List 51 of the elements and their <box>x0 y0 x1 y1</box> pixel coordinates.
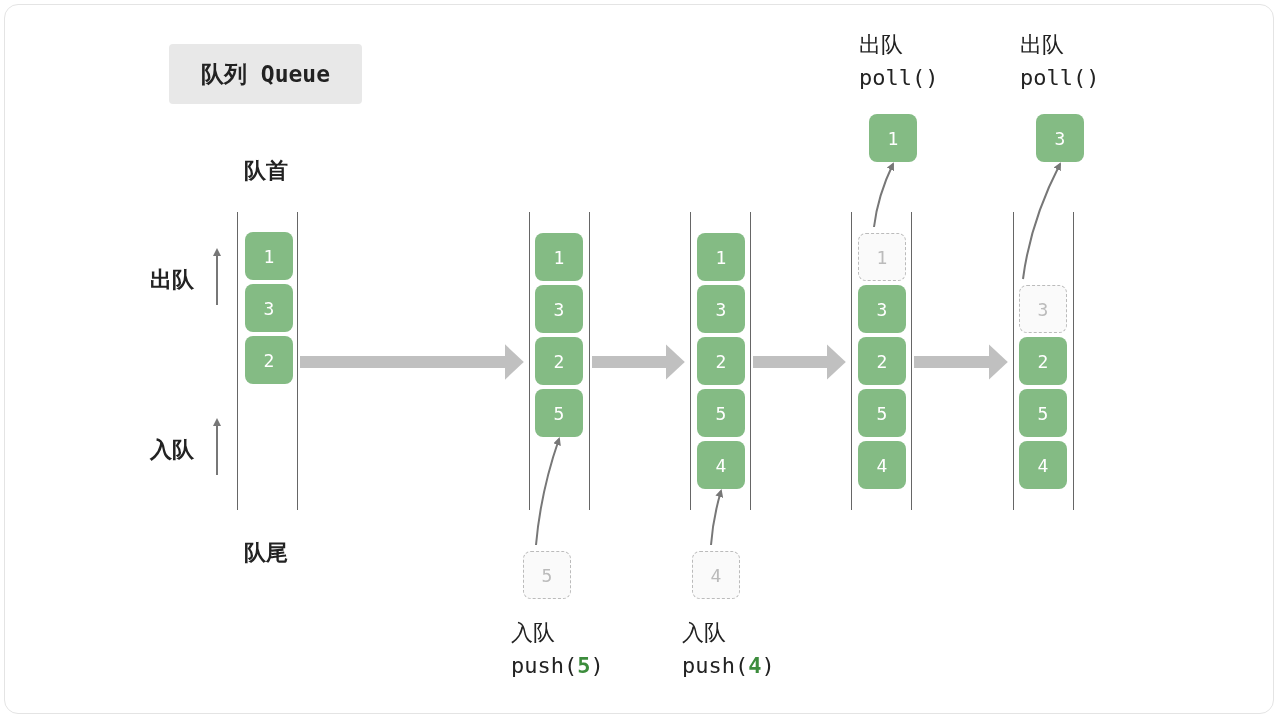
method-call-label: poll() <box>859 65 939 90</box>
removed-element-box: 5 <box>523 551 571 599</box>
queue-element-box: 4 <box>858 441 906 489</box>
title-banner: 队列 Queue <box>169 44 362 104</box>
method-call-label: push(5) <box>511 653 604 678</box>
arrow <box>535 437 561 546</box>
operation-label: 出队 <box>859 31 903 59</box>
step-arrow <box>592 344 685 380</box>
queue-tube <box>529 212 590 510</box>
queue-element-box: 4 <box>697 441 745 489</box>
queue-element-box: 3 <box>245 284 293 332</box>
queue-element-box: 3 <box>858 285 906 333</box>
queue-element-box: 1 <box>245 232 293 280</box>
queue-end-label: 队首 <box>244 157 288 185</box>
queue-tube <box>1013 212 1074 510</box>
queue-element-box: 3 <box>697 285 745 333</box>
removed-element-box: 3 <box>1019 285 1067 333</box>
queue-element-box: 2 <box>697 337 745 385</box>
queue-element-box: 3 <box>535 285 583 333</box>
queue-element-box: 5 <box>697 389 745 437</box>
step-arrow <box>300 344 524 380</box>
method-call-label: push(4) <box>682 653 775 678</box>
queue-element-box: 2 <box>858 337 906 385</box>
queue-element-box: 1 <box>869 114 917 162</box>
removed-element-box: 1 <box>858 233 906 281</box>
arrow <box>710 489 724 546</box>
queue-element-box: 5 <box>858 389 906 437</box>
direction-label: 出队 <box>150 266 194 294</box>
queue-tube <box>851 212 912 510</box>
operation-label: 入队 <box>511 619 555 647</box>
operation-label: 入队 <box>682 619 726 647</box>
queue-element-box: 2 <box>1019 337 1067 385</box>
queue-end-label: 队尾 <box>244 539 288 567</box>
method-call-label: poll() <box>1020 65 1100 90</box>
queue-tube <box>237 212 298 510</box>
queue-element-box: 1 <box>697 233 745 281</box>
queue-element-box: 4 <box>1019 441 1067 489</box>
queue-element-box: 2 <box>535 337 583 385</box>
queue-element-box: 5 <box>1019 389 1067 437</box>
queue-element-box: 3 <box>1036 114 1084 162</box>
queue-tube <box>690 212 751 510</box>
step-arrow <box>914 344 1008 380</box>
step-arrow <box>753 344 846 380</box>
removed-element-box: 4 <box>692 551 740 599</box>
direction-label: 入队 <box>150 436 194 464</box>
arrow <box>1022 162 1061 280</box>
arrow <box>873 162 895 228</box>
operation-label: 出队 <box>1020 31 1064 59</box>
queue-element-box: 2 <box>245 336 293 384</box>
queue-element-box: 1 <box>535 233 583 281</box>
queue-element-box: 5 <box>535 389 583 437</box>
